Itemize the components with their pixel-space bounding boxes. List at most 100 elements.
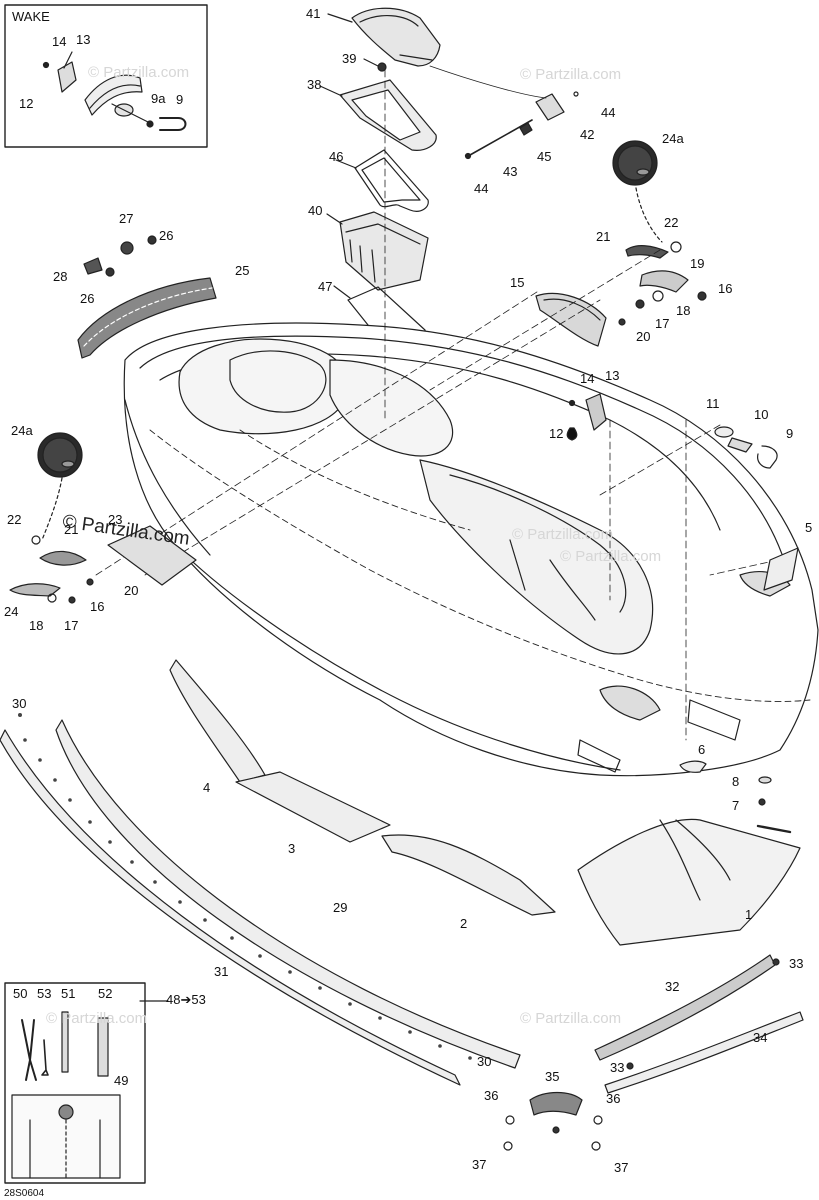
- callout-24: 24: [4, 604, 19, 619]
- callout-5: 5: [805, 520, 813, 535]
- callout-44: 44: [601, 105, 616, 120]
- left-side-parts: [9, 432, 197, 604]
- watermark: © Partzilla.com: [88, 64, 190, 81]
- callout-20: 20: [636, 329, 651, 344]
- callout-7: 7: [732, 798, 740, 813]
- callout-38: 38: [307, 77, 322, 92]
- screw-part-39: [363, 58, 387, 72]
- storage-bin-part-40: [326, 211, 429, 291]
- callout-31: 31: [214, 964, 229, 979]
- leader-lines: [95, 69, 779, 741]
- wake-inset-frame: [4, 4, 208, 148]
- gauge-part-24a-top: [612, 140, 663, 243]
- watermark: © Partzilla.com: [560, 548, 662, 565]
- callout-12: 12: [549, 426, 564, 441]
- callout-43: 43: [503, 164, 518, 179]
- callout-14-wake: 14: [52, 34, 67, 49]
- latch-parts: [429, 65, 579, 160]
- tool-kit-frame: [4, 982, 146, 1184]
- callout-13-wake: 13: [76, 32, 91, 47]
- callout-16: 16: [90, 599, 105, 614]
- wake-inset-title: WAKE: [12, 9, 50, 24]
- callout-6: 6: [698, 742, 706, 757]
- callout-49: 49: [114, 1073, 129, 1088]
- mat-parts: [169, 659, 801, 946]
- callout-51: 51: [61, 986, 76, 1001]
- bezel-part-38: [319, 79, 437, 151]
- callout-24a: 24a: [662, 131, 684, 146]
- callout-27: 27: [119, 211, 134, 226]
- callout-11: 11: [706, 396, 720, 411]
- callout-26: 26: [159, 228, 174, 243]
- callout-8: 8: [732, 774, 740, 789]
- handle-part-25: [77, 235, 217, 359]
- callout-33: 33: [610, 1060, 625, 1075]
- callout-36: 36: [606, 1091, 621, 1106]
- callout-53: 53: [37, 986, 52, 1001]
- callout-23: 23: [108, 512, 123, 527]
- callout-13: 13: [605, 368, 620, 383]
- mid-hardware-parts: [566, 393, 778, 469]
- callout-35: 35: [545, 1069, 560, 1084]
- callout-4: 4: [203, 780, 211, 795]
- footer-code: 28S0604: [4, 1188, 45, 1199]
- callout-14: 14: [580, 371, 595, 386]
- callout-29: 29: [333, 900, 348, 915]
- callout-17: 17: [655, 316, 670, 331]
- watermark: © Partzilla.com: [512, 526, 614, 543]
- callout-39: 39: [342, 51, 357, 66]
- tool-kit-parts: [11, 1000, 169, 1179]
- callout-32: 32: [665, 979, 680, 994]
- callout-9a-wake: 9a: [151, 91, 166, 106]
- callout-34: 34: [753, 1030, 768, 1045]
- callout-1: 1: [745, 907, 753, 922]
- callout-50: 50: [13, 986, 28, 1001]
- watermark: © Partzilla.com: [520, 66, 622, 83]
- callout-16: 16: [718, 281, 733, 296]
- callout-26: 26: [80, 291, 95, 306]
- callout-9-wake: 9: [176, 92, 184, 107]
- callout-3: 3: [288, 841, 296, 856]
- callout-42: 42: [580, 127, 595, 142]
- callout-25: 25: [235, 263, 250, 278]
- callout-22: 22: [7, 512, 22, 527]
- callout-44: 44: [474, 181, 489, 196]
- wake-inset-parts: [42, 51, 187, 131]
- strake-parts: [0, 713, 521, 1086]
- callout-28: 28: [53, 269, 68, 284]
- callout-22: 22: [664, 215, 679, 230]
- callout-15: 15: [510, 275, 525, 290]
- callout-40: 40: [308, 203, 323, 218]
- decal-parts: [679, 547, 799, 773]
- watermark: © Partzilla.com: [46, 1010, 148, 1027]
- callout-41: 41: [306, 6, 321, 21]
- callout-36: 36: [484, 1088, 499, 1103]
- gasket-part-46: [335, 149, 429, 212]
- callout-18: 18: [676, 303, 691, 318]
- callout-37: 37: [614, 1160, 629, 1175]
- callout-37: 37: [472, 1157, 487, 1172]
- seat-cover-part-41: [327, 7, 441, 67]
- callout-46: 46: [329, 149, 344, 164]
- hull-body: [123, 322, 819, 777]
- callout-9: 9: [786, 426, 794, 441]
- callout-19: 19: [690, 256, 705, 271]
- callout-12-wake: 12: [19, 96, 34, 111]
- callout-20: 20: [124, 583, 139, 598]
- callout-33: 33: [789, 956, 804, 971]
- callout-21: 21: [596, 229, 611, 244]
- callout-52: 52: [98, 986, 113, 1001]
- callout-45: 45: [537, 149, 552, 164]
- callout-30: 30: [12, 696, 27, 711]
- callout-30: 30: [477, 1054, 492, 1069]
- kit-reference: 48➔53: [166, 992, 206, 1007]
- callout-47: 47: [318, 279, 333, 294]
- callout-17: 17: [64, 618, 79, 633]
- callout-21: 21: [64, 522, 79, 537]
- watermark: © Partzilla.com: [520, 1010, 622, 1027]
- callout-18: 18: [29, 618, 44, 633]
- front-strake-parts: [503, 954, 804, 1151]
- callout-10: 10: [754, 407, 769, 422]
